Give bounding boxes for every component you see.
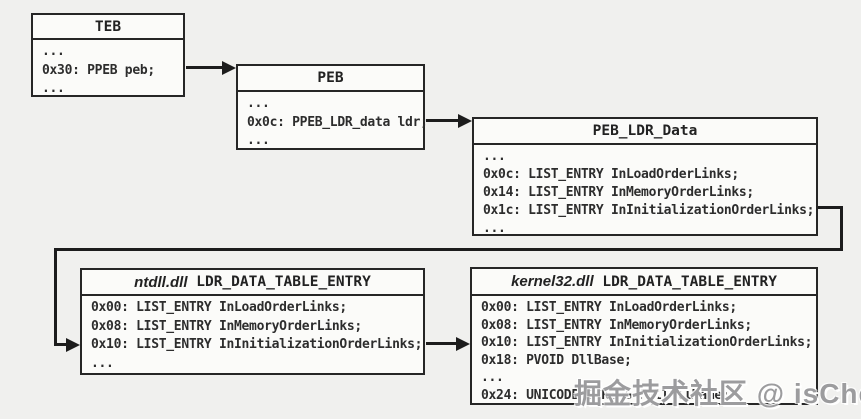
kernel32-entry-box: kernel32.dll LDR_DATA_TABLE_ENTRY 0x00: …	[470, 267, 818, 405]
struct-row: 0x0c: LIST_ENTRY InLoadOrderLinks;	[483, 167, 739, 182]
struct-row: 0x10: LIST_ENTRY InInitializationOrderLi…	[481, 335, 813, 350]
teb-title: TEB	[33, 15, 183, 40]
struct-row: 0x14: LIST_ENTRY InMemoryOrderLinks;	[483, 185, 754, 200]
kernel32-dll-name: kernel32.dll	[511, 273, 594, 290]
connector-ldr-to-ntdll-segment	[54, 248, 843, 251]
ntdll-entry-title: ntdll.dll LDR_DATA_TABLE_ENTRY	[82, 270, 423, 296]
connector-ldr-to-ntdll-segment	[54, 248, 57, 346]
connector-ldr-to-ntdll-segment	[840, 206, 843, 251]
struct-row: 0x0c: PPEB_LDR_data ldr;	[247, 114, 428, 130]
ntdll-entry-box: ntdll.dll LDR_DATA_TABLE_ENTRY 0x00: LIS…	[80, 268, 425, 375]
arrow-teb-to-peb-head-icon	[222, 60, 236, 75]
peb-title: PEB	[238, 66, 423, 92]
connector-ldr-to-ntdll-head-icon	[66, 337, 80, 352]
arrow-peb-to-ldr-head-icon	[458, 113, 472, 128]
struct-row: ...	[247, 133, 270, 148]
struct-row: ...	[483, 149, 506, 164]
struct-row: 0x08: LIST_ENTRY InMemoryOrderLinks;	[481, 317, 752, 333]
ntdll-entry-body: 0x00: LIST_ENTRY InLoadOrderLinks; 0x08:…	[82, 296, 423, 373]
struct-row: 0x10: LIST_ENTRY InInitializationOrderLi…	[91, 337, 423, 352]
struct-row: 0x18: PVOID DllBase;	[481, 352, 632, 368]
struct-row: 0x24: UNICODE_STRING FullDllName;	[481, 387, 730, 403]
peb-box: PEB ... 0x0c: PPEB_LDR_data ldr; ...	[236, 64, 428, 151]
peb-ldr-data-title: PEB_LDR_Data	[474, 119, 816, 145]
struct-row: ...	[481, 370, 504, 385]
struct-row: ...	[483, 221, 506, 236]
struct-row: 0x08: LIST_ENTRY InMemoryOrderLinks;	[91, 318, 362, 334]
struct-row: ...	[42, 44, 65, 59]
struct-row: 0x00: LIST_ENTRY InLoadOrderLinks;	[91, 300, 347, 315]
peb-ldr-data-box: PEB_LDR_Data ... 0x0c: LIST_ENTRY InLoad…	[472, 117, 818, 236]
arrow-teb-to-peb-shaft	[186, 66, 222, 69]
struct-row: 0x1c: LIST_ENTRY InInitializationOrderLi…	[483, 203, 815, 218]
ntdll-title-rest: LDR_DATA_TABLE_ENTRY	[187, 274, 371, 290]
struct-row: 0x30: PPEB peb;	[42, 62, 155, 78]
arrow-ntdll-to-kernel32-shaft	[426, 342, 456, 345]
arrow-peb-to-ldr-shaft	[426, 119, 458, 122]
peb-body: ... 0x0c: PPEB_LDR_data ldr; ...	[238, 92, 428, 151]
teb-body: ... 0x30: PPEB peb; ...	[33, 40, 183, 99]
kernel32-title-rest: LDR_DATA_TABLE_ENTRY	[593, 273, 777, 290]
arrow-ntdll-to-kernel32-head-icon	[456, 336, 470, 351]
struct-row: ...	[91, 355, 114, 371]
peb-ldr-data-body: ... 0x0c: LIST_ENTRY InLoadOrderLinks; 0…	[474, 145, 816, 238]
kernel32-entry-body: 0x00: LIST_ENTRY InLoadOrderLinks; 0x08:…	[472, 296, 816, 404]
connector-ldr-to-ntdll-segment	[818, 206, 843, 209]
teb-box: TEB ... 0x30: PPEB peb; ...	[31, 13, 185, 97]
struct-row: 0x00: LIST_ENTRY InLoadOrderLinks;	[481, 300, 737, 315]
ntdll-dll-name: ntdll.dll	[134, 273, 188, 291]
struct-row: ...	[42, 81, 65, 96]
connector-ldr-to-ntdll-segment	[54, 343, 68, 346]
kernel32-entry-title: kernel32.dll LDR_DATA_TABLE_ENTRY	[472, 269, 816, 296]
struct-row: ...	[247, 96, 270, 111]
watermark: 掘金技术社区 @ isChen	[574, 378, 861, 409]
